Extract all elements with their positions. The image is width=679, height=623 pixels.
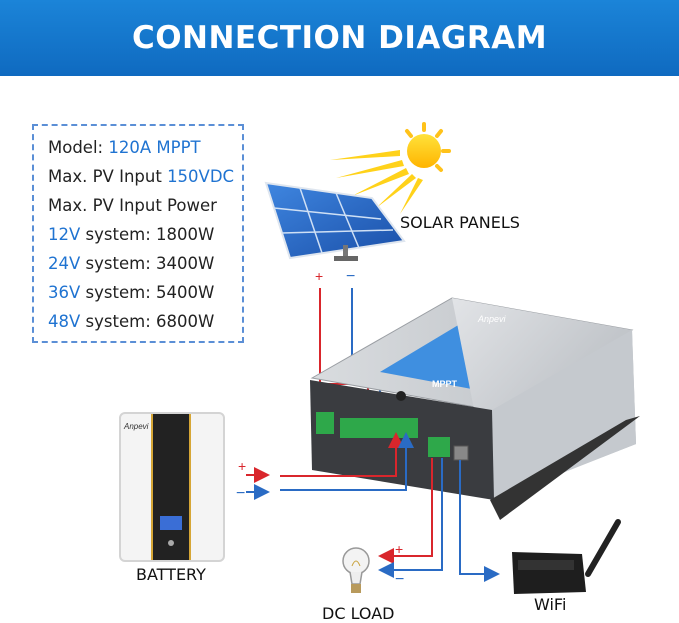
solar-panel-icon bbox=[264, 181, 406, 261]
solar-panels-label: SOLAR PANELS bbox=[400, 213, 520, 232]
pv-minus-sign: − bbox=[346, 268, 355, 285]
load-wires bbox=[378, 458, 443, 578]
dc-load-label: DC LOAD bbox=[322, 604, 395, 623]
light-bulb-icon bbox=[342, 547, 370, 593]
controller-mppt-text: MPPT bbox=[432, 379, 458, 389]
battery-label: BATTERY bbox=[136, 565, 206, 584]
sun-icon bbox=[330, 122, 451, 214]
pv-plus-sign: + bbox=[315, 268, 323, 284]
battery-plus-sign: + bbox=[238, 458, 246, 474]
spec-row-12v: 12V system: 1800W bbox=[48, 225, 215, 244]
load-plus-sign: + bbox=[395, 541, 403, 557]
battery-wires bbox=[246, 432, 414, 500]
controller-brand: Anpevi bbox=[477, 314, 507, 324]
battery-minus-sign: − bbox=[236, 485, 245, 502]
spec-box: Model: 120A MPPT Max. PV Input 150VDC Ma… bbox=[32, 124, 244, 343]
load-minus-sign: − bbox=[395, 571, 404, 588]
spec-pv-input: Max. PV Input 150VDC bbox=[48, 167, 235, 186]
spec-row-48v: 48V system: 6800W bbox=[48, 312, 215, 331]
spec-row-36v: 36V system: 5400W bbox=[48, 283, 215, 302]
page-title: CONNECTION DIAGRAM bbox=[131, 20, 548, 56]
spec-model: Model: 120A MPPT bbox=[48, 138, 201, 157]
wifi-wire bbox=[459, 460, 500, 582]
spec-row-24v: 24V system: 3400W bbox=[48, 254, 215, 273]
battery-brand: Anpevi bbox=[123, 422, 149, 431]
battery-icon bbox=[119, 412, 225, 562]
charge-controller-icon bbox=[310, 297, 640, 520]
wifi-module-icon bbox=[512, 519, 621, 594]
header-banner: CONNECTION DIAGRAM bbox=[0, 0, 679, 76]
spec-pv-power: Max. PV Input Power bbox=[48, 196, 217, 215]
wifi-label: WiFi bbox=[534, 595, 566, 614]
